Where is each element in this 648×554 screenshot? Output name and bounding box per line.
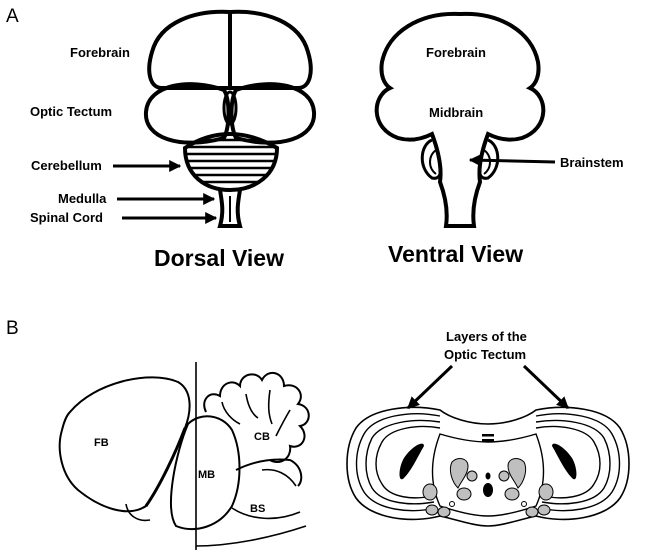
dorsal-brain-drawing — [146, 10, 314, 226]
arrow-brainstem — [470, 160, 555, 162]
label-bs: BS — [250, 503, 265, 515]
section-title-line1: Layers of the — [446, 329, 527, 344]
arrow-tectum-right — [524, 366, 568, 408]
label-mb: MB — [198, 469, 215, 481]
label-fb: FB — [94, 437, 109, 449]
ventral-view-title: Ventral View — [388, 241, 523, 267]
coronal-section-drawing — [347, 407, 629, 526]
panel-b-letter: B — [6, 318, 19, 339]
sagittal-brain-drawing — [60, 362, 309, 550]
section-title-line2: Optic Tectum — [444, 347, 526, 362]
label-optic-tectum: Optic Tectum — [30, 104, 112, 119]
arrow-tectum-left — [408, 366, 452, 408]
dorsal-view-title: Dorsal View — [154, 245, 284, 271]
label-forebrain-ventral: Forebrain — [426, 45, 486, 60]
label-cerebellum: Cerebellum — [31, 158, 102, 173]
label-midbrain: Midbrain — [429, 105, 483, 120]
panel-a-letter: A — [6, 6, 19, 27]
label-cb: CB — [254, 431, 270, 443]
label-brainstem: Brainstem — [560, 155, 624, 170]
label-forebrain-dorsal: Forebrain — [70, 45, 130, 60]
label-medulla: Medulla — [58, 191, 107, 206]
label-spinal-cord: Spinal Cord — [30, 210, 103, 225]
